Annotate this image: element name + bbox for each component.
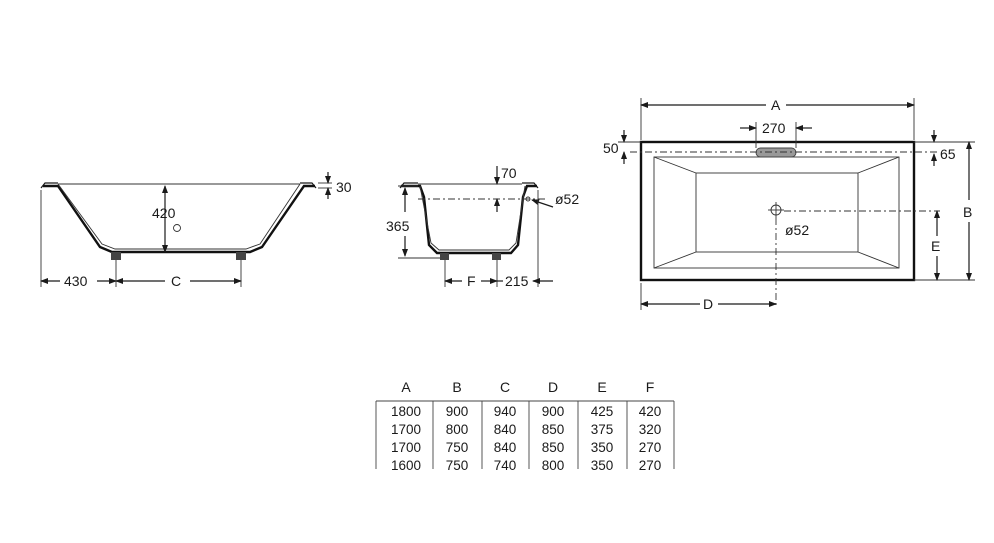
end-view-foot-right bbox=[492, 253, 501, 260]
plan-corner-br bbox=[857, 251, 900, 269]
plan-overflow-grip bbox=[755, 147, 797, 158]
side-rim-label: 30 bbox=[336, 179, 352, 195]
side-view-foot-right bbox=[236, 252, 246, 260]
table-cell: 1800 bbox=[391, 404, 421, 419]
plan-65-label: 65 bbox=[940, 146, 956, 162]
table-cell: 800 bbox=[542, 458, 565, 473]
table-cell: 1600 bbox=[391, 458, 421, 473]
plan-50-label: 50 bbox=[603, 140, 619, 156]
table-cell: 320 bbox=[639, 422, 662, 437]
end-view-inner bbox=[419, 185, 526, 251]
table-cell: 350 bbox=[591, 440, 614, 455]
table-cell: 350 bbox=[591, 458, 614, 473]
end-height-label: 365 bbox=[386, 218, 410, 234]
table-cell: 270 bbox=[639, 458, 662, 473]
table-cell: 940 bbox=[494, 404, 517, 419]
side-view-waste-hole bbox=[173, 224, 181, 232]
side-depth-label: 420 bbox=[152, 205, 176, 221]
plan-corner-tl bbox=[653, 156, 697, 174]
table-cell: 740 bbox=[494, 458, 517, 473]
end-overflow-leader bbox=[531, 199, 554, 208]
plan-corner-tr bbox=[857, 156, 900, 174]
plan-e-label: E bbox=[931, 238, 940, 254]
end-view-foot-left bbox=[440, 253, 449, 260]
table-cell: 425 bbox=[591, 404, 614, 419]
table-cell: 1700 bbox=[391, 422, 421, 437]
plan-outer-rim bbox=[639, 140, 916, 282]
table-cell: 900 bbox=[542, 404, 565, 419]
table-header-cell: F bbox=[646, 379, 655, 395]
table-cell: 750 bbox=[446, 458, 469, 473]
table-header-cell: A bbox=[401, 379, 411, 395]
table-cell: 900 bbox=[446, 404, 469, 419]
table-cell: 840 bbox=[494, 440, 517, 455]
plan-drain-label: ø52 bbox=[785, 222, 809, 238]
plan-view: ø52 A 270 50 65 B E D bbox=[603, 97, 975, 312]
end-offset-label: 215 bbox=[505, 273, 529, 289]
table-header-cell: E bbox=[597, 379, 606, 395]
side-view-foot-left bbox=[111, 252, 121, 260]
side-offset-label: 430 bbox=[64, 273, 88, 289]
end-overflow-hole bbox=[525, 196, 531, 202]
table-header-cell: C bbox=[500, 379, 510, 395]
table-cell: 375 bbox=[591, 422, 614, 437]
plan-a-label: A bbox=[771, 97, 781, 113]
table-cell: 850 bbox=[542, 440, 565, 455]
plan-bottom bbox=[695, 172, 859, 253]
table-cell: 1700 bbox=[391, 440, 421, 455]
plan-b-label: B bbox=[963, 204, 972, 220]
end-top-label: 70 bbox=[501, 165, 517, 181]
end-view-outline bbox=[401, 184, 537, 255]
plan-inner-bowl bbox=[653, 156, 900, 269]
table-cell: 750 bbox=[446, 440, 469, 455]
table-header-cell: B bbox=[452, 379, 461, 395]
plan-d-label: D bbox=[703, 296, 713, 312]
plan-grip-label: 270 bbox=[762, 120, 786, 136]
side-view-rim-left bbox=[40, 182, 58, 189]
plan-corner-bl bbox=[653, 251, 697, 269]
table-header-cell: D bbox=[548, 379, 558, 395]
side-view: 420 30 430 C bbox=[40, 172, 352, 289]
table-cell: 420 bbox=[639, 404, 662, 419]
side-view-inner bbox=[57, 183, 301, 250]
side-view-outline bbox=[43, 184, 315, 254]
table-cells: A B C D E F 1800 900 940 900 425 420 1700 800 840 850 37… bbox=[391, 379, 661, 473]
dimension-table: A B C D E F 1800 900 940 900 425 420 1700 800 840 850 37… bbox=[375, 379, 675, 473]
table-cell: 850 bbox=[542, 422, 565, 437]
end-view: 70 ø52 365 F 215 bbox=[386, 165, 579, 289]
end-overflow-label: ø52 bbox=[555, 191, 579, 207]
table-cell: 270 bbox=[639, 440, 662, 455]
end-f-label: F bbox=[467, 273, 476, 289]
table-cell: 800 bbox=[446, 422, 469, 437]
table-cell: 840 bbox=[494, 422, 517, 437]
side-c-label: C bbox=[171, 273, 181, 289]
